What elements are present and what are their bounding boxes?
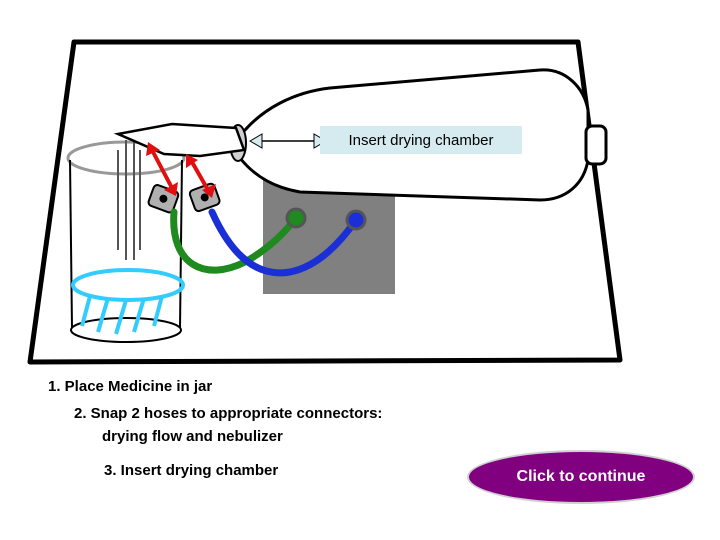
green-hose (170, 208, 300, 274)
step-1-text: 1. Place Medicine in jar (48, 378, 213, 395)
blue-hose (208, 208, 360, 277)
step-2-text: 2. Snap 2 hoses to appropriate connector… (74, 405, 383, 422)
step-3-text: 3. Insert drying chamber (104, 462, 279, 479)
nebulizer-stem (117, 140, 141, 260)
insert-chamber-callout: Insert drying chamber (320, 126, 522, 154)
continue-button-label: Click to continue (516, 468, 646, 485)
jar-liquid-ring (71, 268, 185, 302)
red-indicator-arrow-icon (186, 154, 216, 198)
nebulizer-head (113, 122, 246, 158)
blue-port (345, 209, 367, 231)
step-2-detail-text: drying flow and nebulizer (102, 428, 283, 445)
green-port (285, 207, 307, 229)
continue-button[interactable]: Click to continue (467, 450, 695, 504)
drying-chamber-cap (584, 124, 608, 166)
red-indicator-arrow-icon (146, 142, 178, 196)
